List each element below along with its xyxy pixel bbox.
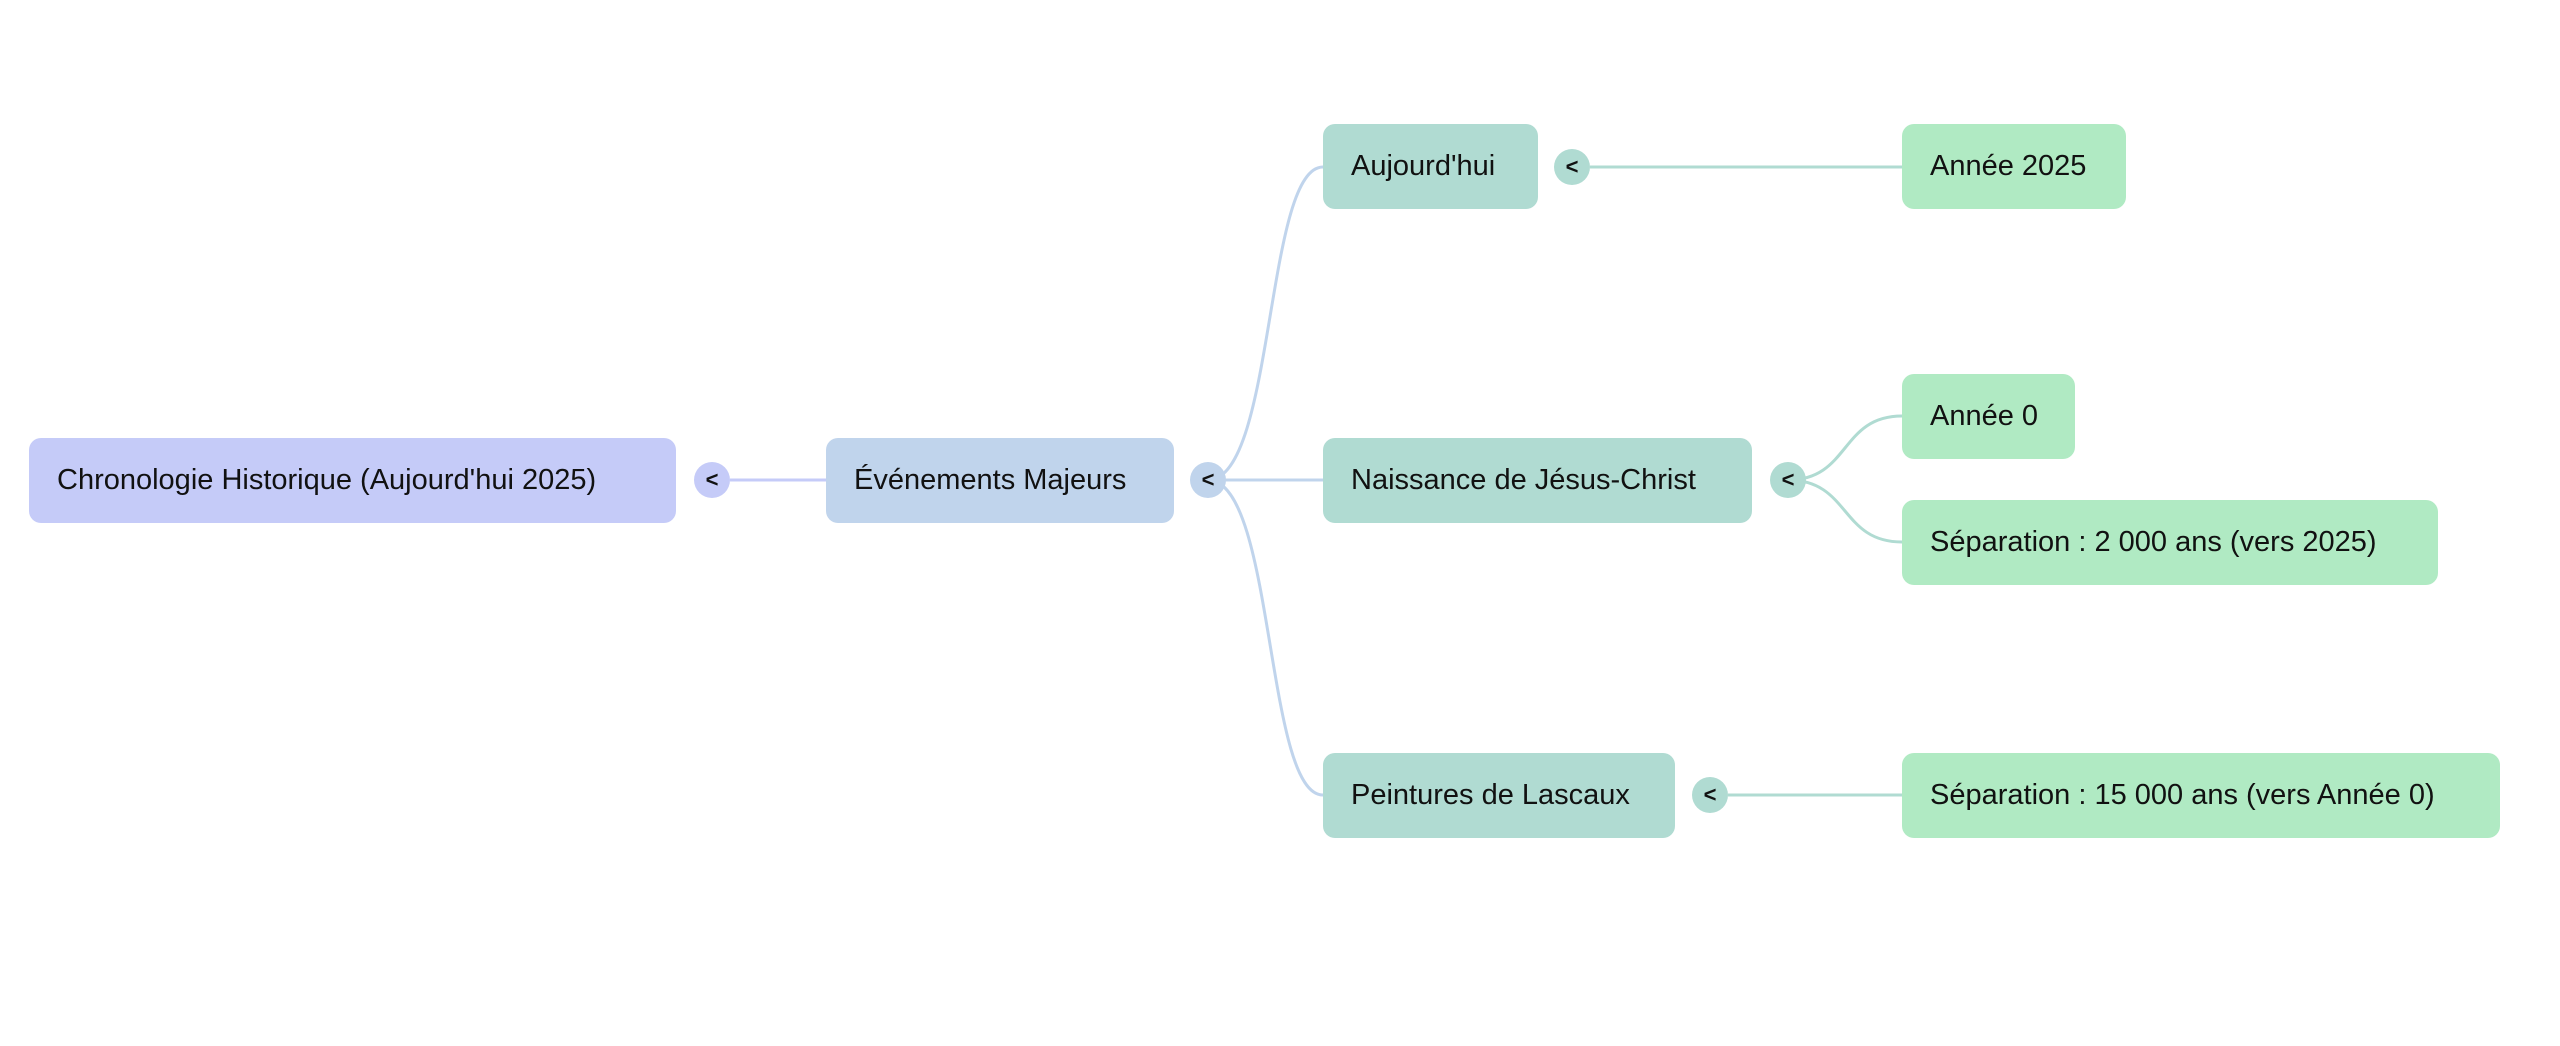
node-label: Séparation : 15 000 ans (vers Année 0) xyxy=(1930,779,2435,811)
collapse-toggle-lascaux[interactable]: < xyxy=(1692,777,1728,813)
collapse-toggle-root[interactable]: < xyxy=(694,462,730,498)
collapse-toggle-aujourdhui[interactable]: < xyxy=(1554,149,1590,185)
aujourdhui-node[interactable]: Aujourd'hui xyxy=(1323,124,1538,209)
chevron-left-icon: < xyxy=(1201,467,1215,492)
node-label: Année 0 xyxy=(1930,400,2039,432)
node-label: Événements Majeurs xyxy=(854,464,1127,496)
node-label: Chronologie Historique (Aujourd'hui 2025… xyxy=(57,464,597,496)
root-node[interactable]: Chronologie Historique (Aujourd'hui 2025… xyxy=(29,438,676,523)
leaf-separation-15000[interactable]: Séparation : 15 000 ans (vers Année 0) xyxy=(1902,753,2500,838)
node-label: Séparation : 2 000 ans (vers 2025) xyxy=(1930,526,2377,558)
link-events-aujourdhui xyxy=(1207,165,1324,482)
lascaux-node[interactable]: Peintures de Lascaux xyxy=(1323,753,1675,838)
link-naissance-annee0 xyxy=(1787,414,1903,482)
chevron-left-icon: < xyxy=(1565,154,1579,179)
node-label: Aujourd'hui xyxy=(1351,150,1496,182)
link-events-lascaux xyxy=(1207,478,1324,797)
chevron-left-icon: < xyxy=(1781,467,1795,492)
leaf-separation-2000[interactable]: Séparation : 2 000 ans (vers 2025) xyxy=(1902,500,2438,585)
leaf-annee-0[interactable]: Année 0 xyxy=(1902,374,2075,459)
node-label: Naissance de Jésus-Christ xyxy=(1351,464,1696,496)
collapse-toggle-naissance[interactable]: < xyxy=(1770,462,1806,498)
naissance-node[interactable]: Naissance de Jésus-Christ xyxy=(1323,438,1752,523)
events-node[interactable]: Événements Majeurs xyxy=(826,438,1174,523)
chevron-left-icon: < xyxy=(705,467,719,492)
collapse-toggle-events[interactable]: < xyxy=(1190,462,1226,498)
chevron-left-icon: < xyxy=(1703,782,1717,807)
link-naissance-separation xyxy=(1787,478,1903,544)
leaf-annee-2025[interactable]: Année 2025 xyxy=(1902,124,2126,209)
node-label: Année 2025 xyxy=(1930,150,2087,182)
node-label: Peintures de Lascaux xyxy=(1351,779,1630,811)
